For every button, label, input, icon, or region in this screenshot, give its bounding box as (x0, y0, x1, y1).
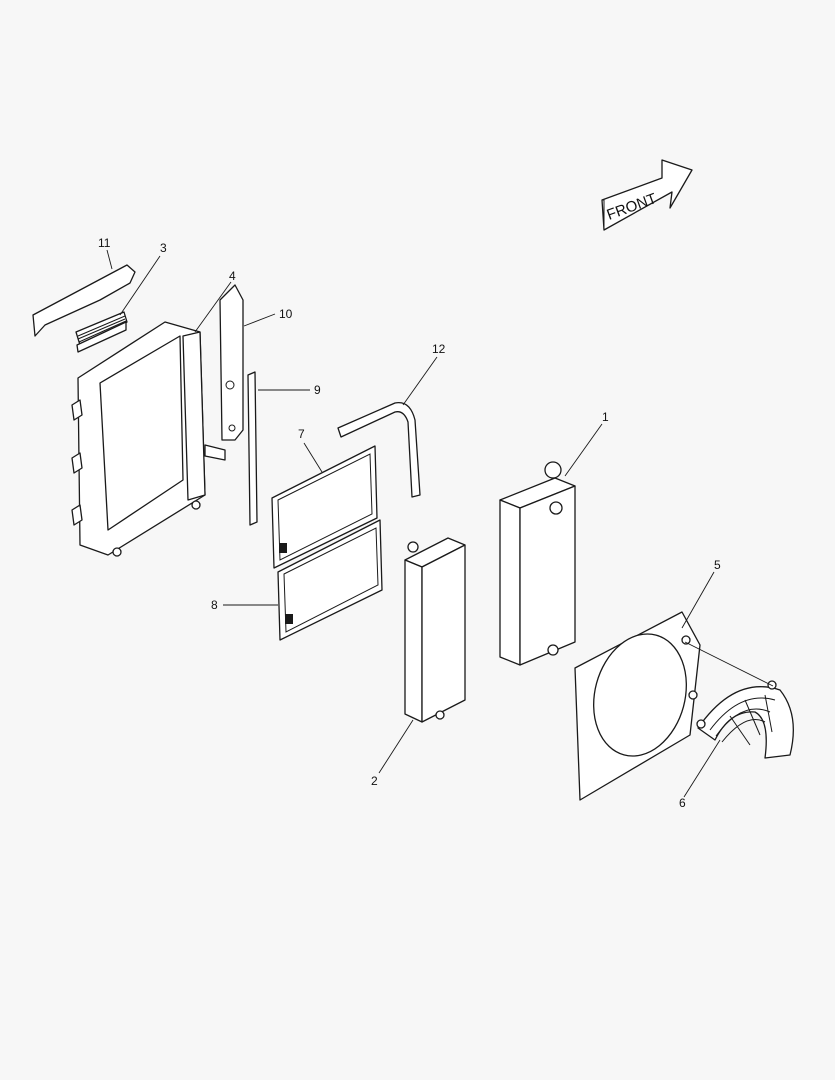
callout-3: 3 (160, 241, 167, 255)
part-6-fan-guard (696, 680, 794, 759)
callout-5: 5 (714, 558, 721, 572)
callout-11: 11 (98, 236, 111, 250)
part-5-fan-shroud (574, 611, 701, 801)
part-1-radiator (499, 461, 576, 666)
callout-1: 1 (602, 410, 609, 424)
part-11-cover-strip (32, 264, 136, 337)
part-2-charge-air-cooler (404, 537, 466, 723)
callout-7: 7 (298, 427, 305, 441)
callout-2: 2 (371, 774, 378, 788)
part-4-main-frame (71, 321, 226, 557)
part-8-screen-panel (277, 519, 383, 641)
front-arrow-icon: FRONT (601, 159, 693, 231)
callout-labels: 1 2 3 4 5 6 7 8 9 10 11 12 (98, 236, 721, 810)
callout-4: 4 (229, 269, 236, 283)
part-9-bar (247, 371, 258, 526)
part-7-screen-panel (271, 445, 378, 569)
leader-lines (106, 249, 774, 798)
part-3-oil-cooler (75, 311, 128, 353)
callout-9: 9 (314, 383, 321, 397)
part-12-seal-strip (337, 401, 421, 498)
callout-8: 8 (211, 598, 218, 612)
callout-6: 6 (679, 796, 686, 810)
part-10-side-seal (219, 284, 244, 441)
callout-12: 12 (432, 342, 446, 356)
callout-10: 10 (279, 307, 293, 321)
